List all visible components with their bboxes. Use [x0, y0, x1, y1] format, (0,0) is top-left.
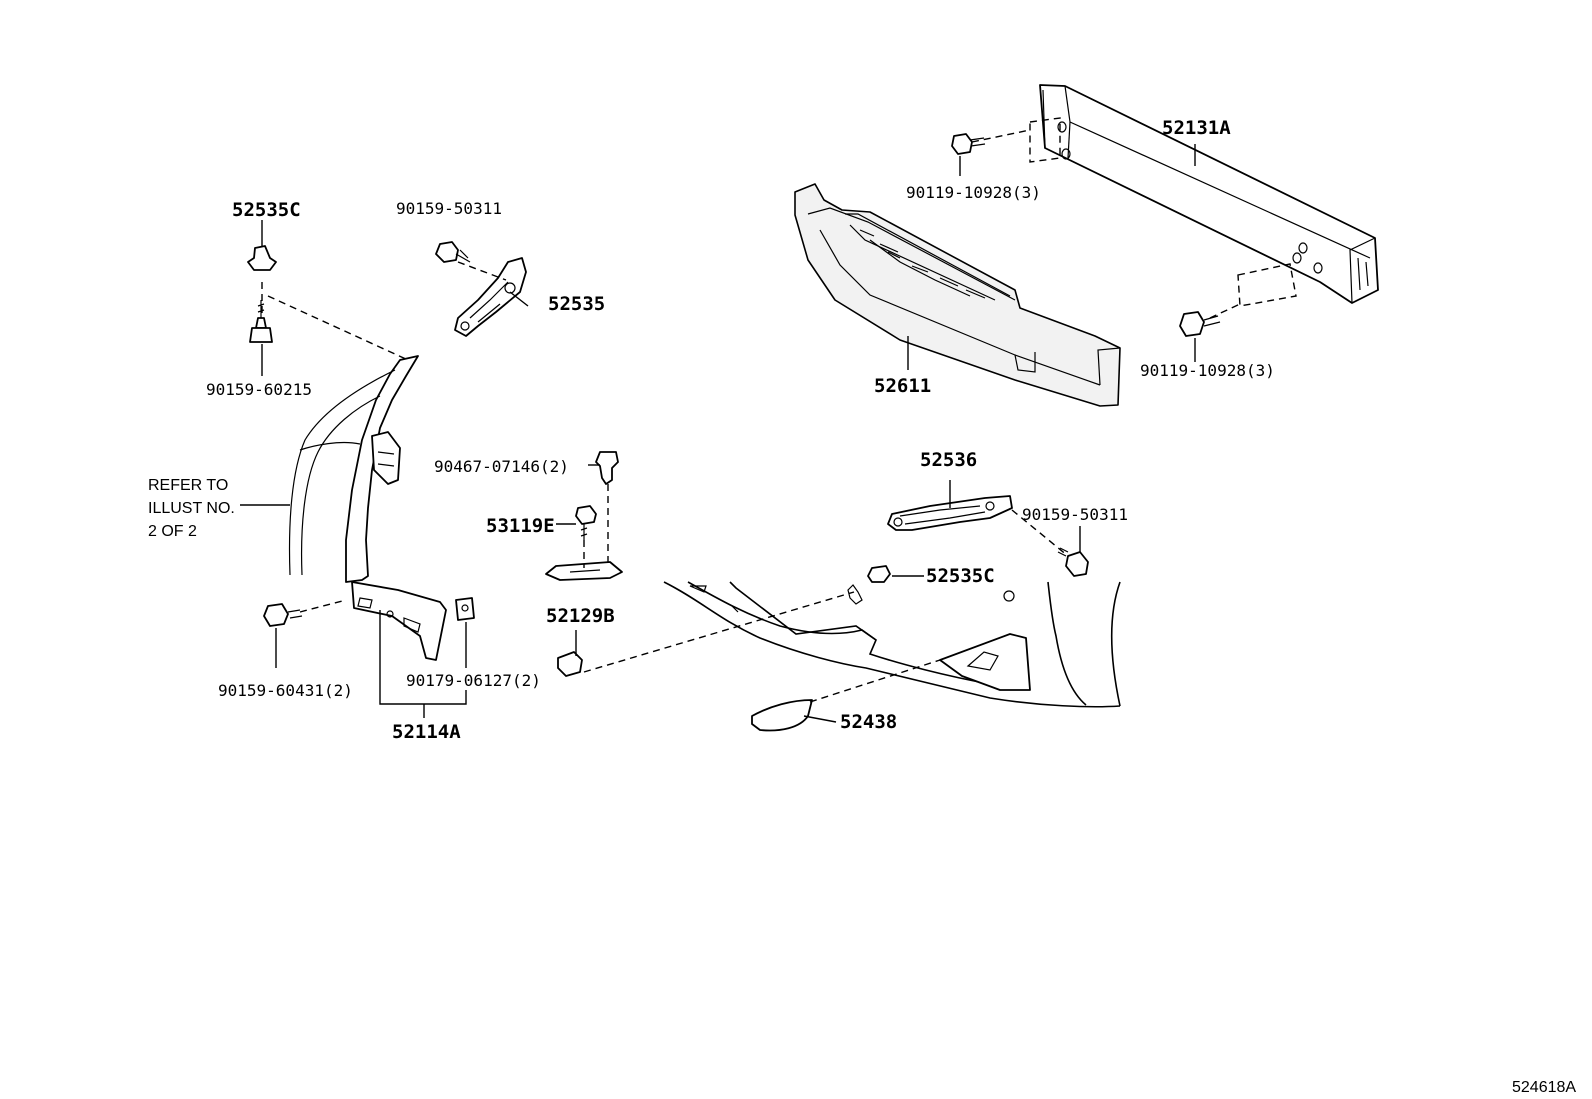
refer-note-line3: 2 OF 2 — [148, 523, 197, 540]
nut-90179-06127[interactable] — [455, 597, 475, 621]
label-52129B: 52129B — [546, 605, 615, 627]
label-90179-06127: 90179-06127(2) — [406, 671, 541, 690]
screw-53119E[interactable] — [575, 505, 597, 540]
refer-note-line2: ILLUST NO. — [148, 500, 235, 517]
label-52535C-mid: 52535C — [926, 565, 995, 587]
label-90119-10928-right: 90119-10928(3) — [1140, 361, 1275, 380]
label-90159-50311-right: 90159-50311 — [1022, 505, 1128, 524]
label-52535: 52535 — [548, 293, 605, 315]
leader-lines — [240, 144, 1196, 723]
bolt-90119-10928-right[interactable] — [1179, 311, 1221, 337]
clip-52535C-top[interactable] — [247, 245, 277, 271]
cover-piece-center[interactable] — [545, 561, 623, 581]
label-52131A: 52131A — [1162, 117, 1231, 139]
label-52611: 52611 — [874, 375, 931, 397]
label-90119-10928-top: 90119-10928(3) — [906, 183, 1041, 202]
label-53119E: 53119E — [486, 515, 555, 537]
bumper-cover[interactable] — [663, 581, 1121, 708]
label-90467-07146: 90467-07146(2) — [434, 457, 569, 476]
label-90159-60431: 90159-60431(2) — [218, 681, 353, 700]
label-52114A: 52114A — [392, 721, 461, 743]
screw-90159-60215[interactable] — [249, 300, 273, 343]
bolt-90159-60431[interactable] — [263, 603, 303, 627]
clip-90467-07146[interactable] — [595, 451, 619, 485]
cover-52129B[interactable] — [557, 651, 583, 677]
bumper-side-support-52535[interactable] — [454, 257, 527, 337]
label-52438: 52438 — [840, 711, 897, 733]
assembly-lines — [261, 129, 1241, 703]
cover-plate-52438[interactable] — [751, 699, 813, 732]
label-90159-60215: 90159-60215 — [206, 380, 312, 399]
refer-note-line1: REFER TO — [148, 477, 228, 494]
bumper-side-support-52536[interactable] — [887, 495, 1013, 531]
label-52535C-top: 52535C — [232, 199, 301, 221]
illustration-id: 524618A — [1512, 1079, 1576, 1096]
bolt-90119-10928-top[interactable] — [951, 133, 986, 155]
clip-52535C-mid[interactable] — [867, 565, 891, 583]
bumper-side-extension-52114A[interactable] — [288, 355, 447, 661]
label-90159-50311-top: 90159-50311 — [396, 199, 502, 218]
label-52536: 52536 — [920, 449, 977, 471]
bumper-energy-absorber-52611[interactable] — [794, 183, 1121, 407]
bumper-reinforcement-52131A[interactable] — [1029, 84, 1379, 307]
bolt-90159-50311-top[interactable] — [435, 241, 471, 263]
